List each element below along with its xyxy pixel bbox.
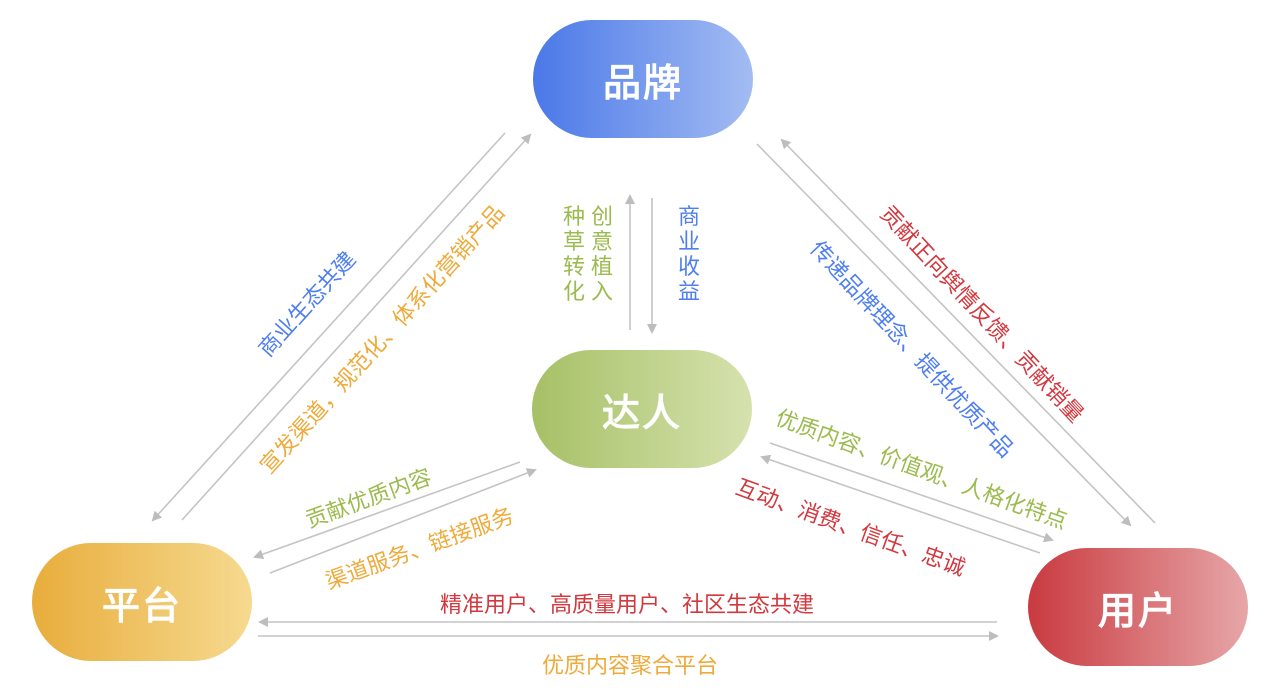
node-influencer-label: 达人 — [601, 390, 682, 435]
node-brand-label: 品牌 — [602, 60, 683, 105]
node-influencer: 达人 — [532, 350, 752, 468]
arrow-influencer-to-platform — [253, 461, 521, 560]
edge-label-seeding-conversion: 种草转化 — [562, 205, 585, 305]
edge-label-commercial-revenue: 商业收益 — [677, 205, 700, 305]
arrow-brand-to-platform — [151, 132, 506, 522]
node-user-label: 用户 — [1097, 588, 1178, 633]
node-brand: 品牌 — [533, 20, 753, 138]
node-platform: 平台 — [32, 543, 252, 661]
edge-label-creative-placement: 创意植入 — [590, 205, 613, 305]
node-platform-label: 平台 — [101, 583, 182, 628]
node-user: 用户 — [1028, 548, 1248, 666]
arrow-user-to-influencer — [760, 454, 1041, 554]
edge-label-platform-to-user: 优质内容聚合平台 — [542, 654, 719, 679]
arrow-platform-to-influencer — [269, 468, 537, 574]
arrow-platform-to-brand — [181, 133, 532, 521]
arrow-user-to-brand — [780, 138, 1156, 524]
edge-label-user-to-platform: 精准用户、高质量用户、社区生态共建 — [440, 593, 815, 618]
arrow-brand-to-user — [756, 143, 1132, 527]
arrow-influencer-to-user — [769, 442, 1054, 543]
